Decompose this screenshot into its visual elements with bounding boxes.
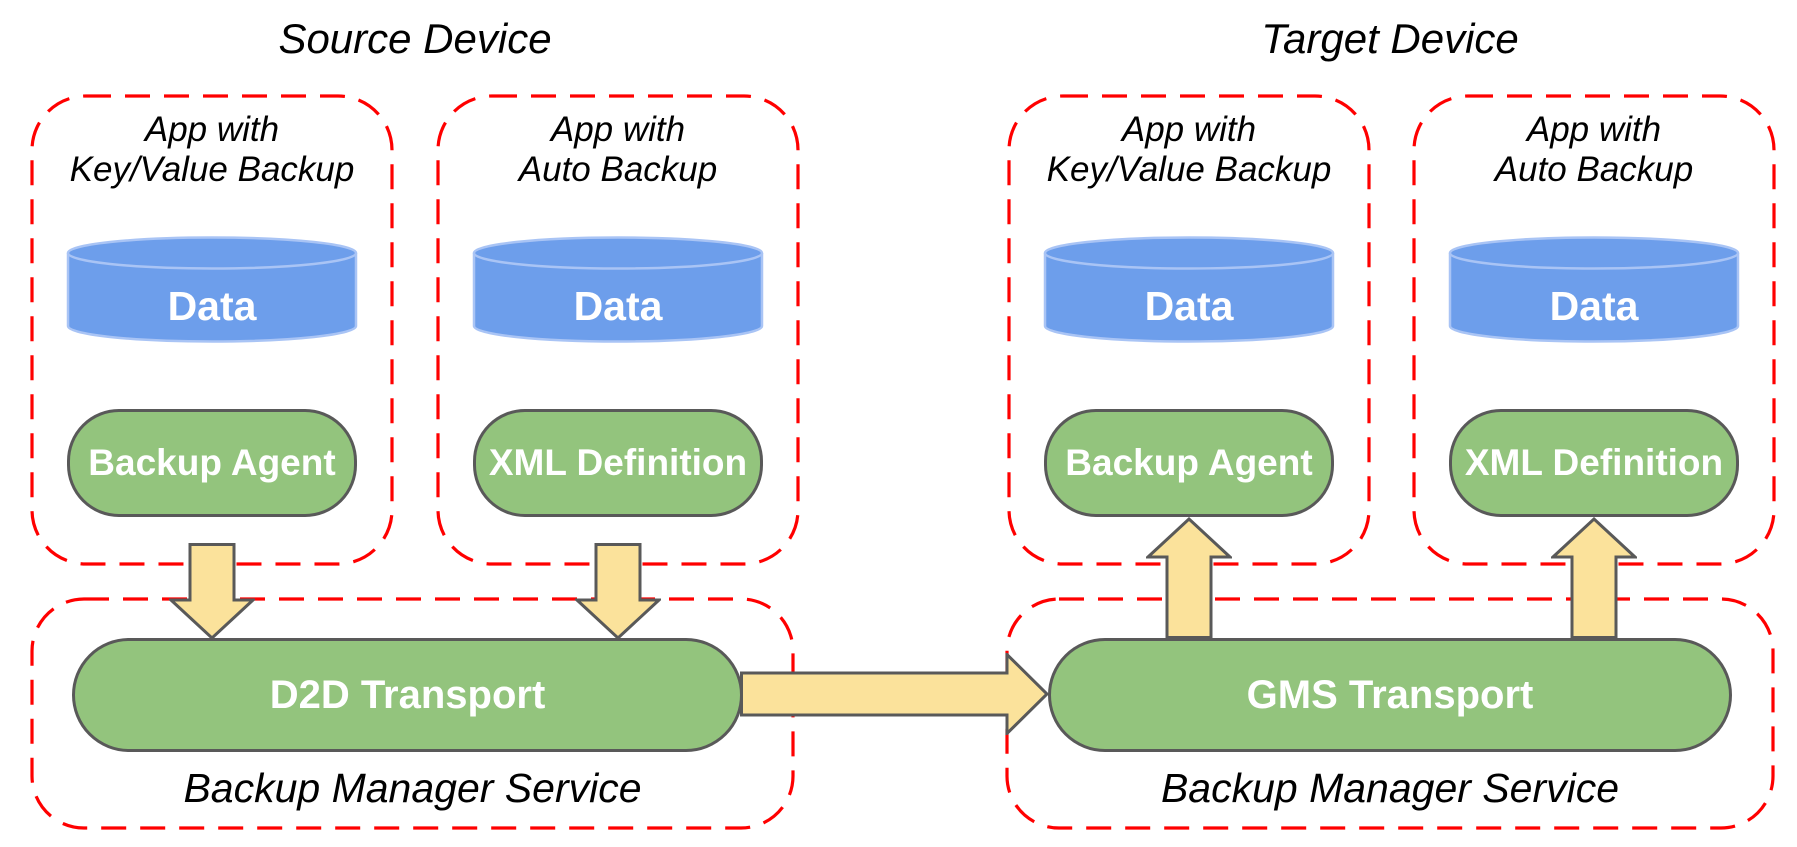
xml-definition-pill: XML Definition: [473, 409, 763, 517]
arrow-right-icon: [740, 653, 1050, 735]
backup-manager-service-label: Backup Manager Service: [1160, 765, 1620, 811]
app-box-source-auto: App with Auto Backup Data XML Definition: [436, 94, 800, 566]
app-box-target-keyvalue: App with Key/Value Backup Data Backup Ag…: [1007, 94, 1371, 566]
app-label-line2: Key/Value Backup: [1046, 150, 1332, 189]
cylinder-icon: [66, 236, 358, 343]
arrow-down-icon: [169, 543, 255, 640]
backup-manager-service-label: Backup Manager Service: [183, 765, 642, 811]
d2d-transport-pill: D2D Transport: [72, 638, 743, 752]
backup-manager-service-target: GMS Transport Backup Manager Service: [1005, 597, 1775, 830]
data-label: Data: [1144, 282, 1234, 329]
app-label-line1: App with: [550, 110, 686, 149]
app-label: App with Key/Value Backup: [30, 110, 394, 190]
source-device-title: Source Device: [278, 15, 552, 62]
app-label-line2: Auto Backup: [518, 150, 718, 189]
cylinder-icon: [472, 236, 764, 343]
backup-agent-pill: Backup Agent: [67, 409, 357, 517]
app-label-line2: Key/Value Backup: [69, 150, 355, 189]
app-label-line1: App with: [1121, 110, 1257, 149]
app-label-line1: App with: [144, 110, 280, 149]
gms-transport-pill: GMS Transport: [1048, 638, 1732, 752]
data-label: Data: [167, 282, 257, 329]
arrow-up-icon: [1551, 517, 1637, 639]
data-cylinder: Data: [472, 236, 764, 343]
target-device-title: Target Device: [1261, 15, 1519, 62]
arrow-down-icon: [575, 543, 661, 640]
arrow-up-icon: [1146, 517, 1232, 639]
data-cylinder: Data: [1043, 236, 1335, 343]
data-label: Data: [1549, 282, 1639, 329]
app-label-line2: Auto Backup: [1494, 150, 1694, 189]
app-label: App with Auto Backup: [436, 110, 800, 190]
xml-definition-pill: XML Definition: [1449, 409, 1739, 517]
data-label: Data: [573, 282, 663, 329]
backup-manager-service-source: D2D Transport Backup Manager Service: [30, 597, 795, 830]
data-cylinder: Data: [1448, 236, 1740, 343]
app-box-source-keyvalue: App with Key/Value Backup Data Backup Ag…: [30, 94, 394, 566]
backup-agent-pill: Backup Agent: [1044, 409, 1334, 517]
cylinder-icon: [1043, 236, 1335, 343]
app-label: App with Auto Backup: [1412, 110, 1776, 190]
data-cylinder: Data: [66, 236, 358, 343]
app-label-line1: App with: [1526, 110, 1662, 149]
cylinder-icon: [1448, 236, 1740, 343]
app-label: App with Key/Value Backup: [1007, 110, 1371, 190]
app-box-target-auto: App with Auto Backup Data XML Definition: [1412, 94, 1776, 566]
